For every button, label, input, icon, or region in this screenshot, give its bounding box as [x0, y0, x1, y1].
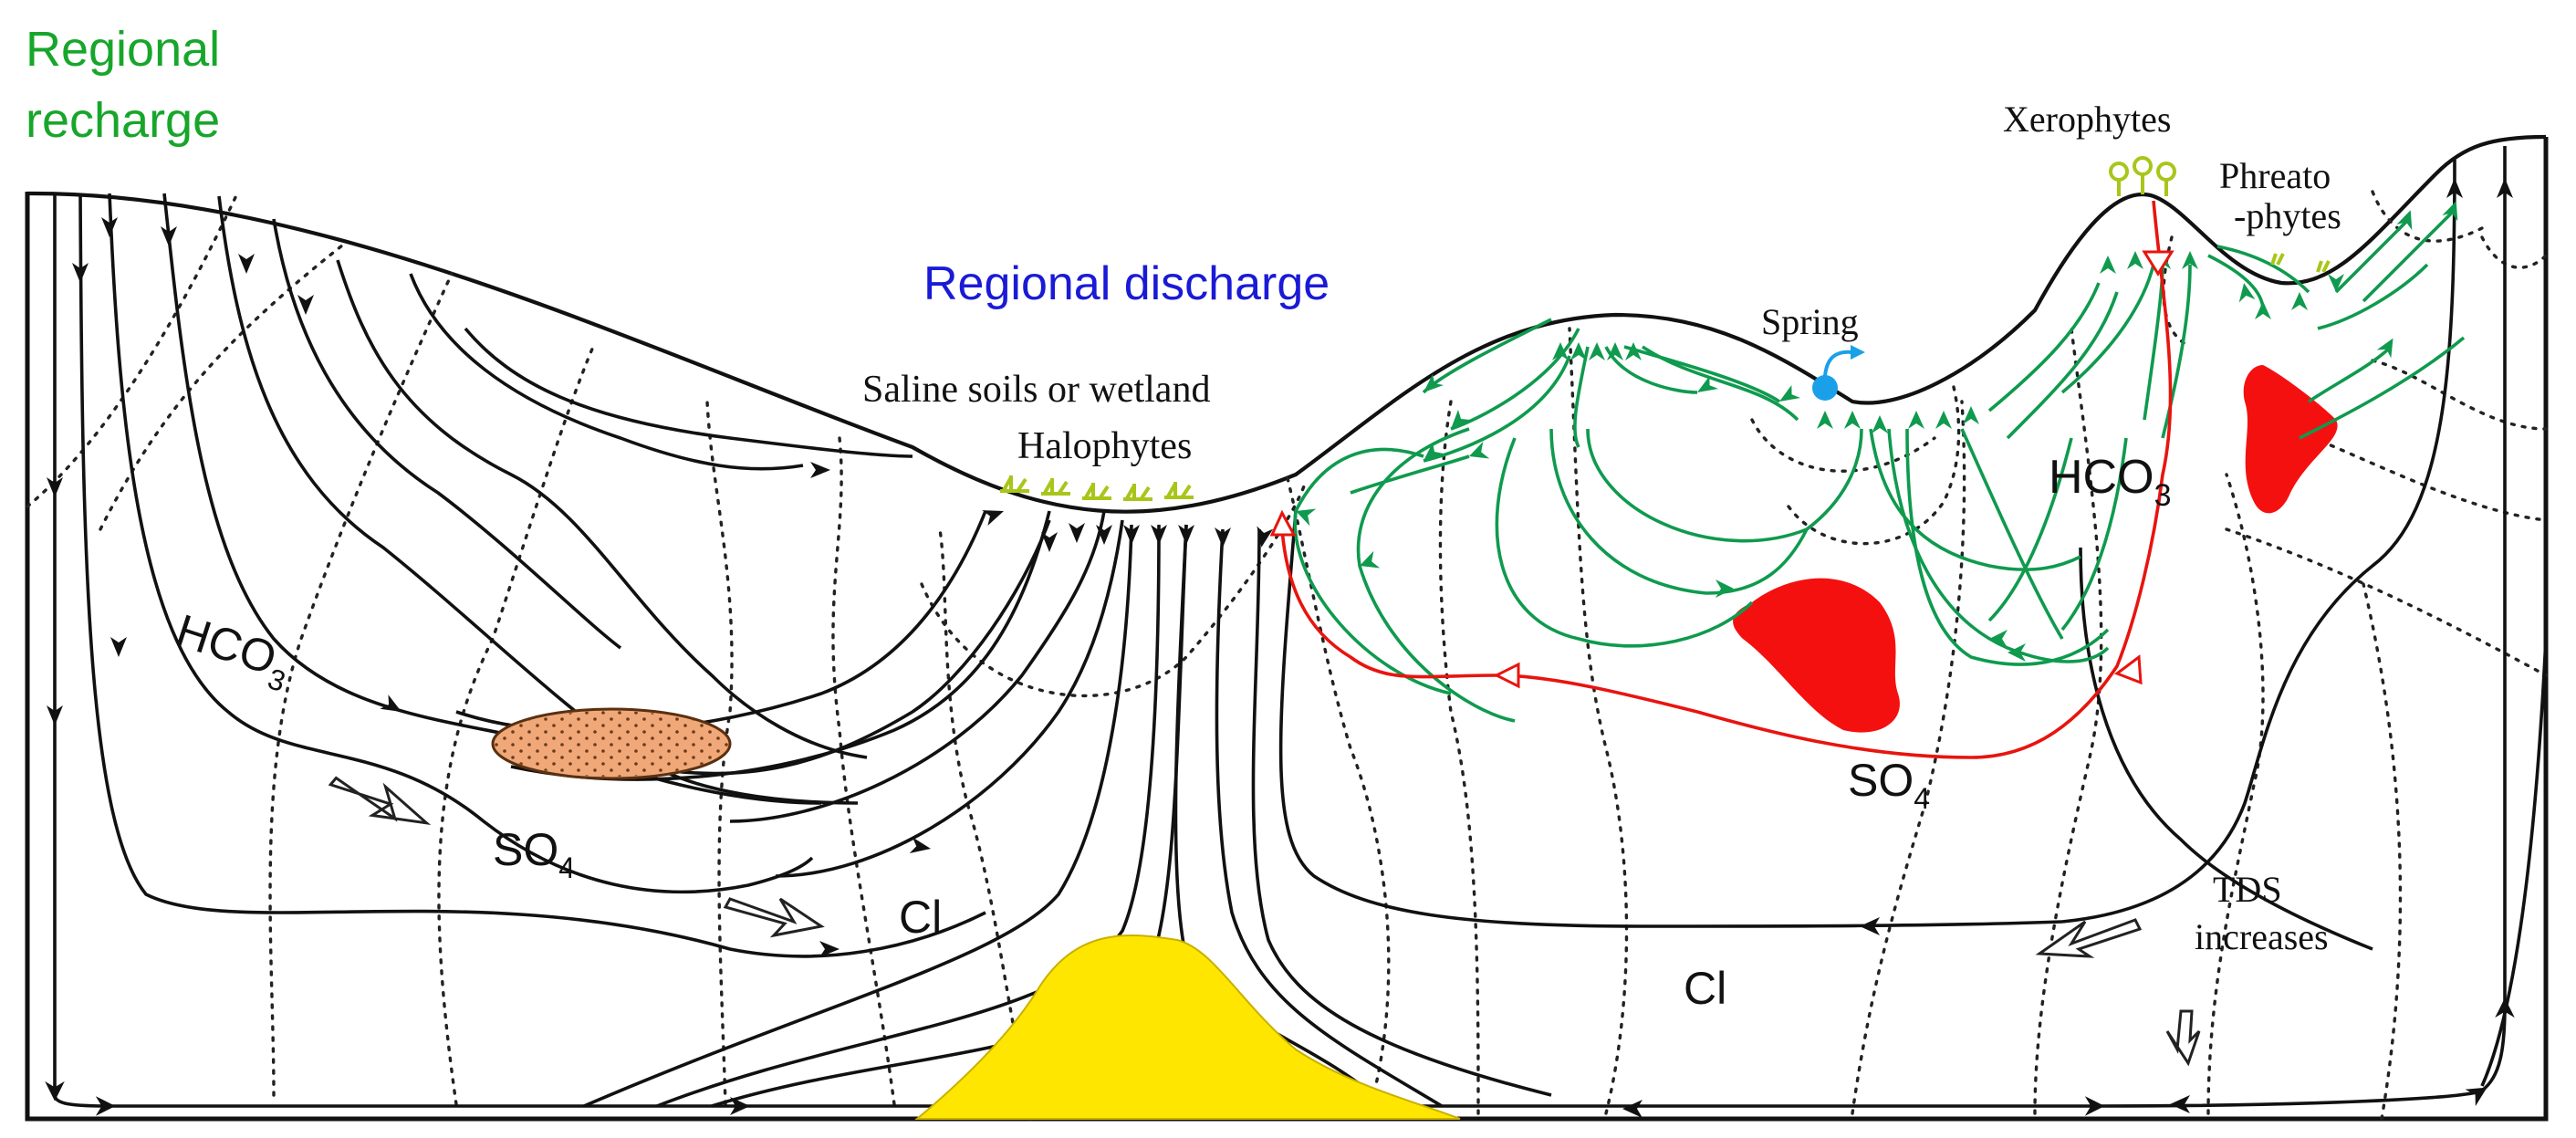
yellow-body [914, 934, 1461, 1120]
red-body-center [1733, 578, 1900, 733]
red-body-right [2243, 365, 2338, 514]
cl-left-label: Cl [899, 892, 942, 943]
hco3-left-label: HCO3 [168, 604, 298, 698]
tds-label-2: increases [2195, 916, 2329, 957]
so4-right-label: SO4 [1848, 755, 1930, 815]
regional-flow-arrowheads [47, 178, 2513, 1118]
land-surface [26, 134, 2547, 514]
cl-right-label: Cl [1684, 963, 1726, 1014]
saline-soils-label: Saline soils or wetland [862, 369, 1210, 411]
local-flow-arrowheads [1296, 201, 2458, 662]
regional-recharge-label-2: recharge [26, 93, 220, 148]
spring-icon [1812, 345, 1865, 401]
xerophytes-label: Xerophytes [2003, 99, 2171, 140]
phreatophytes-icons [2270, 253, 2331, 273]
tds-direction-arrows [328, 776, 2201, 1067]
phreatophytes-label-1: Phreato [2219, 155, 2331, 196]
hco3-right-label: HCO3 [2049, 451, 2171, 513]
so4-left-label: SO4 [493, 824, 575, 884]
spring-label: Spring [1761, 301, 1859, 342]
tds-label-1: TDS [2213, 869, 2282, 910]
halophytes-label: Halophytes [1017, 425, 1192, 467]
xerophytes-icons [2109, 156, 2176, 196]
svg-text:HCO3: HCO3 [168, 604, 298, 698]
equipotential-lines [26, 190, 2548, 1121]
halophytes-icons [1000, 475, 1194, 501]
regional-recharge-label-1: Regional [26, 22, 220, 77]
phreatophytes-label-2: -phytes [2234, 195, 2341, 236]
intermediate-flow [1269, 200, 2174, 759]
aquifer-lens-pattern [495, 711, 728, 777]
regional-discharge-label: Regional discharge [923, 257, 1330, 310]
